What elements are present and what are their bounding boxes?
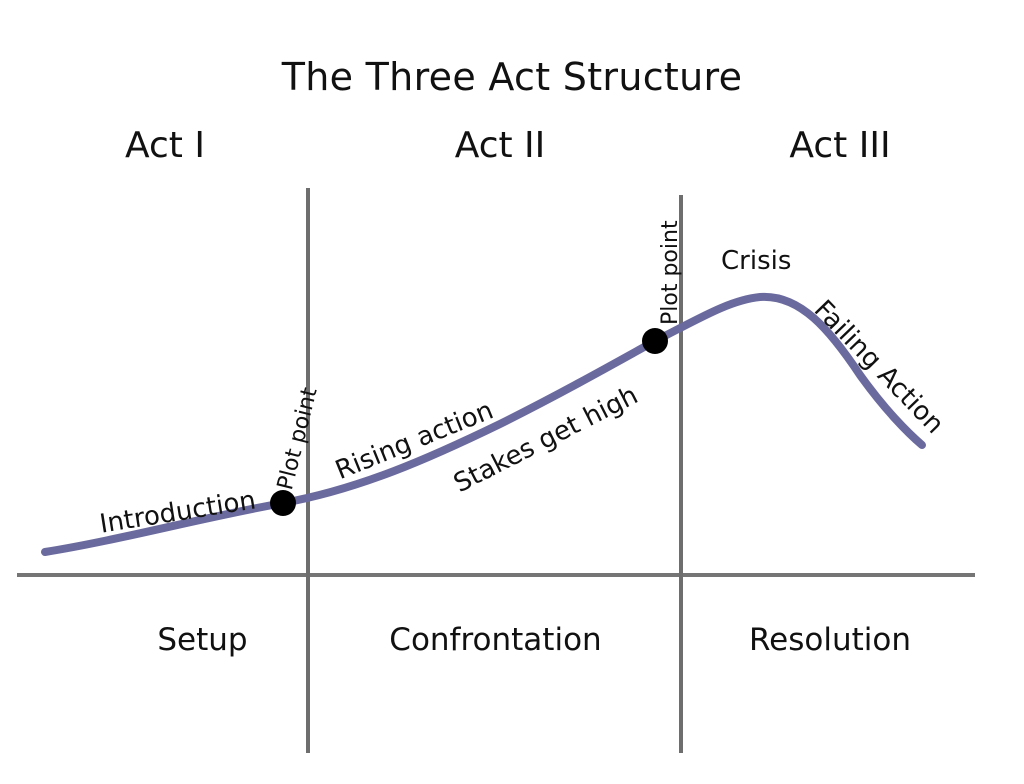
act-label-i: Act I — [125, 125, 205, 166]
section-label-resolution: Resolution — [749, 622, 911, 658]
section-label-confrontation: Confrontation — [389, 622, 602, 658]
plot-point-marker-2 — [642, 328, 668, 354]
plot-point-marker-1 — [270, 490, 296, 516]
story-arc-curve — [41, 292, 926, 556]
plot-point-label-2: Plot point — [658, 220, 683, 325]
act-label-ii: Act II — [454, 125, 546, 166]
page-title: The Three Act Structure — [281, 55, 743, 99]
curve-label-crisis: Crisis — [721, 246, 792, 276]
act-label-iii: Act III — [789, 125, 891, 166]
section-label-setup: Setup — [157, 622, 248, 658]
